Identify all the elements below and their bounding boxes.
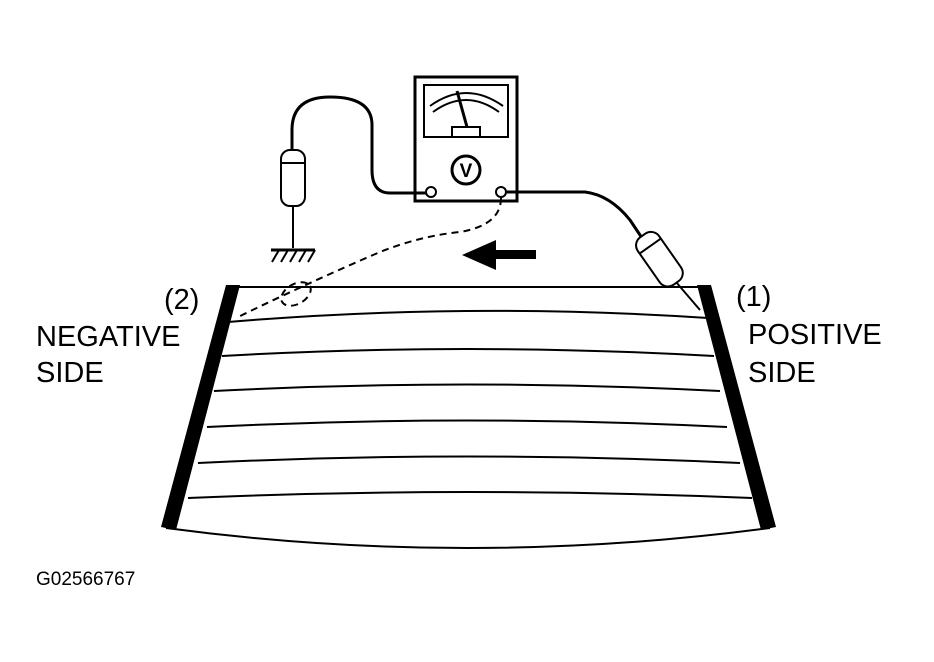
meter-dial (450, 154, 482, 186)
negative-side-label-line1: NEGATIVE (36, 321, 181, 353)
positive-probe-body (635, 230, 684, 288)
meter-needle (455, 90, 469, 128)
meter-terminal-positive (495, 186, 507, 198)
negative-bus-bar (161, 285, 240, 530)
negative-probe-body (280, 149, 306, 207)
arrow-left-icon (462, 240, 536, 270)
positive-probe-tip (675, 281, 701, 311)
positive-side-label-line2: SIDE (748, 357, 816, 389)
positive-test-lead (506, 190, 701, 311)
figure-id: G02566767 (36, 569, 136, 590)
meter-symbol: V (460, 161, 473, 182)
ground-symbol-icon (271, 248, 316, 263)
dashed-probe-outline (280, 281, 312, 307)
positive-side-marker: (1) (736, 281, 772, 313)
rear-window-glass (165, 286, 771, 549)
voltmeter-icon: V (413, 75, 519, 203)
probe-movement-path (235, 197, 502, 319)
meter-terminal-negative (425, 186, 437, 198)
positive-side-label-line1: POSITIVE (748, 319, 882, 351)
positive-bus-bar (697, 285, 776, 530)
negative-side-label-line2: SIDE (36, 357, 104, 389)
negative-test-lead (280, 95, 426, 248)
negative-side-marker: (2) (164, 284, 200, 316)
defogger-grid-lines (187, 309, 753, 499)
